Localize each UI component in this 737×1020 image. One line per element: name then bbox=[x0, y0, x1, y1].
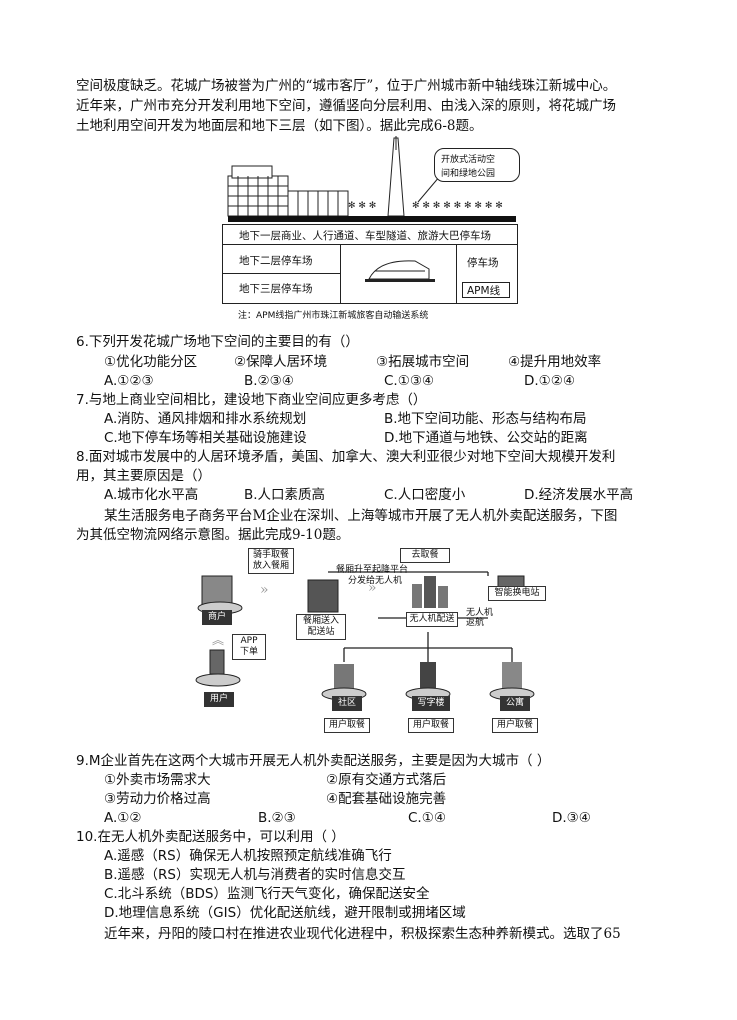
q7-stem: 7.与地上商业空间相比，建设地下商业空间应更多考虑（） bbox=[76, 392, 427, 408]
station-line2: 配送站 bbox=[307, 627, 335, 637]
layer-b1: 地下一层商业、人行通道、车型隧道、旅游大巴停车场 bbox=[222, 224, 518, 246]
figure1-note: 注：APM线指广州市珠江新城旅客自动输送系统 bbox=[238, 311, 429, 321]
app-order-node: APP 下单 bbox=[232, 634, 266, 660]
intro1-line2: 近年来，广州市充分开发利用地下空间，遵循竖向分层利用、由浅入深的原则，将花城广场 bbox=[76, 98, 616, 114]
q10-option-b: B.遥感（RS）实现无人机与消费者的实时信息交互 bbox=[104, 867, 406, 883]
train-icon bbox=[365, 260, 435, 282]
return-line1: 无人机 bbox=[466, 608, 494, 618]
q9-stem: 9.M企业首先在这两个大城市开展无人机外卖配送服务，主要是因为大城市（ ） bbox=[76, 753, 551, 769]
q7-option-a: A.消防、通风排烟和排水系统规划 bbox=[104, 411, 307, 427]
figure-underground-layers: ✻ ✻ ✻ ✻ ✻ ✻ ✻ ✻ ✻ ✻ ✻ ✻ 开放式活动空 间和绿地公园 地下… bbox=[222, 136, 520, 326]
q9-option-b: B.②③ bbox=[258, 810, 296, 826]
community-node: 社区 bbox=[332, 696, 362, 711]
layer-b1-label: 地下一层商业、人行通道、车型隧道、旅游大巴停车场 bbox=[239, 230, 491, 242]
intro2-line2: 为其低空物流网络示意图。据此完成9-10题。 bbox=[76, 527, 350, 543]
q6-option-c: C.①③④ bbox=[384, 373, 435, 389]
pickup-community: 用户取餐 bbox=[324, 718, 370, 733]
svg-text:»: » bbox=[368, 580, 377, 596]
q8-option-a: A.城市化水平高 bbox=[104, 487, 199, 503]
q9-option-c: C.①④ bbox=[408, 810, 446, 826]
pickup-office: 用户取餐 bbox=[408, 718, 454, 733]
q6-option-a: A.①②③ bbox=[104, 373, 154, 389]
q10-option-c: C.北斗系统（BDS）监测飞行天气变化，确保配送安全 bbox=[104, 886, 430, 902]
apartment-node: 公寓 bbox=[500, 696, 530, 711]
station-node: 餐厢送入 配送站 bbox=[296, 614, 346, 640]
q9-option-a: A.①② bbox=[104, 810, 142, 826]
q6-item4: ④提升用地效率 bbox=[508, 354, 602, 370]
q9-item2: ②原有交通方式落后 bbox=[326, 772, 447, 788]
office-node: 写字楼 bbox=[412, 696, 450, 711]
intro2-line1: 某生活服务电子商务平台M企业在深圳、上海等城市开展了无人机外卖配送服务，下图 bbox=[104, 508, 618, 524]
q10-option-a: A.遥感（RS）确保无人机按照预定航线准确飞行 bbox=[104, 848, 392, 864]
callout-bubble: 开放式活动空 间和绿地公园 bbox=[434, 148, 520, 182]
rider-node: 骑手取餐 放入餐厢 bbox=[248, 548, 294, 574]
apm-tunnel bbox=[340, 244, 458, 304]
apm-label: APM线 bbox=[467, 285, 501, 297]
charge-station-node: 智能换电站 bbox=[488, 586, 546, 601]
return-line2: 返航 bbox=[466, 618, 485, 628]
q8-option-d: D.经济发展水平高 bbox=[524, 487, 634, 503]
q10-stem: 10.在无人机外卖配送服务中，可以利用（ ） bbox=[76, 829, 345, 845]
q9-item1: ①外卖市场需求大 bbox=[104, 772, 211, 788]
intro1-line1: 空间极度缺乏。花城广场被誉为广州的“城市客厅”，位于广州城市新中轴线珠江新城中心… bbox=[76, 78, 617, 94]
callout-line2: 间和绿地公园 bbox=[441, 169, 496, 179]
layer-b3-label: 地下三层停车场 bbox=[239, 283, 313, 295]
q6-item3: ③拓展城市空间 bbox=[376, 354, 470, 370]
pickup-apartment: 用户取餐 bbox=[492, 718, 538, 733]
svg-text:✻ ✻ ✻: ✻ ✻ ✻ bbox=[348, 201, 376, 211]
station-line1: 餐厢送入 bbox=[302, 616, 339, 626]
rider-line1: 骑手取餐 bbox=[252, 550, 289, 560]
q6-stem: 6.下列开发花城广场地下空间的主要目的有（） bbox=[76, 334, 359, 350]
merchant-node: 商户 bbox=[202, 610, 232, 625]
q6-item2: ②保障人居环境 bbox=[234, 354, 328, 370]
lift-label-1: 餐厢升至起降平台 bbox=[336, 565, 409, 575]
parking-label: 停车场 bbox=[467, 257, 499, 269]
user-node: 用户 bbox=[204, 692, 234, 707]
rider-line2: 放入餐厢 bbox=[252, 561, 289, 571]
app-line2: 下单 bbox=[239, 647, 258, 657]
q6-option-d: D.①②④ bbox=[524, 373, 575, 389]
svg-text:»: » bbox=[260, 582, 269, 598]
q10-option-d: D.地理信息系统（GIS）优化配送航线，避开限制或拥堵区域 bbox=[104, 905, 466, 921]
q8-stem-line1: 8.面对城市发展中的人居环境矛盾，美国、加拿大、澳大利亚很少对地下空间大规模开发… bbox=[76, 449, 616, 465]
q9-item3: ③劳动力价格过高 bbox=[104, 791, 211, 807]
q7-option-c: C.地下停车场等相关基础设施建设 bbox=[104, 430, 307, 446]
q8-option-c: C.人口密度小 bbox=[384, 487, 466, 503]
layer-b2-b3: 地下二层停车场 地下三层停车场 bbox=[222, 244, 342, 304]
q6-option-b: B.②③④ bbox=[244, 373, 294, 389]
layer-b2-label: 地下二层停车场 bbox=[239, 255, 313, 267]
q9-option-d: D.③④ bbox=[552, 810, 591, 826]
figure-drone-logistics: » » ︽ 骑手取餐 放入餐厢 去取餐 餐厢升至起降平台 分发给无人机 商户 A… bbox=[188, 546, 558, 742]
apm-label-box: APM线 bbox=[462, 282, 510, 298]
q7-option-d: D.地下通道与地铁、公交站的距离 bbox=[384, 430, 588, 446]
app-line1: APP bbox=[240, 636, 258, 646]
drone-delivery-node: 无人机配送 bbox=[406, 612, 458, 627]
svg-text:✻ ✻ ✻ ✻ ✻ ✻ ✻ ✻ ✻: ✻ ✻ ✻ ✻ ✻ ✻ ✻ ✻ ✻ bbox=[412, 201, 503, 211]
lift-label-2: 分发给无人机 bbox=[348, 576, 403, 586]
tail-paragraph: 近年来，丹阳的陵口村在推进农业现代化进程中，积极探索生态种养新模式。选取了65 bbox=[104, 926, 621, 942]
intro1-line3: 土地利用空间开发为地面层和地下三层（如下图）。据此完成6-8题。 bbox=[76, 118, 483, 134]
callout-line1: 开放式活动空 bbox=[441, 155, 496, 165]
go-pickup-node: 去取餐 bbox=[400, 548, 450, 563]
q8-stem-line2: 用，其主要原因是（） bbox=[76, 468, 211, 484]
skyline-illustration: ✻ ✻ ✻ ✻ ✻ ✻ ✻ ✻ ✻ ✻ ✻ ✻ bbox=[227, 136, 516, 222]
q6-item1: ①优化功能分区 bbox=[104, 354, 198, 370]
q9-item4: ④配套基础设施完善 bbox=[326, 791, 447, 807]
q8-option-b: B.人口素质高 bbox=[244, 487, 326, 503]
q7-option-b: B.地下空间功能、形态与结构布局 bbox=[384, 411, 587, 427]
svg-text:︽: ︽ bbox=[212, 633, 224, 647]
return-label: 无人机 返航 bbox=[466, 608, 493, 628]
